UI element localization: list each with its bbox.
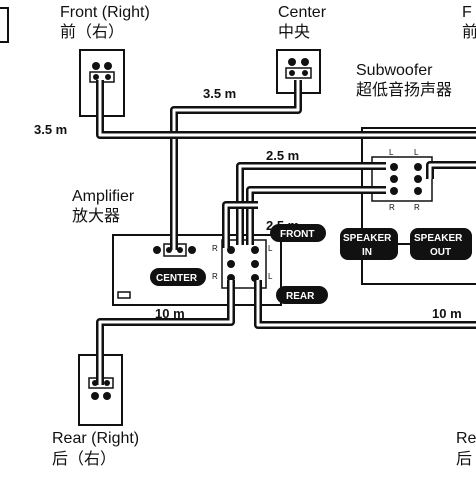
- subwoofer-unit: L L R R: [361, 127, 476, 285]
- front-left-cn-partial-label: 前: [462, 23, 476, 41]
- svg-text:L: L: [389, 148, 394, 157]
- center-label: Center: [278, 4, 327, 21]
- cables: [96, 80, 476, 385]
- svg-text:OUT: OUT: [430, 247, 451, 258]
- center-speaker: [276, 49, 321, 94]
- center-cable-length: 3.5 m: [203, 86, 236, 101]
- rear-left-cn-partial-label: 后: [456, 450, 472, 468]
- svg-text:L: L: [268, 272, 273, 281]
- rear-left-partial-label: Re: [456, 430, 476, 447]
- svg-text:SPEAKER: SPEAKER: [343, 233, 392, 244]
- front-left-partial-label: F: [462, 4, 472, 21]
- left-edge-fragment: [0, 7, 9, 43]
- amplifier-cn-label: 放大器: [72, 207, 120, 225]
- svg-text:IN: IN: [362, 247, 372, 258]
- speaker-in-tag: SPEAKER IN: [340, 228, 398, 260]
- rear-tag: REAR: [276, 286, 328, 304]
- svg-text:R: R: [212, 244, 218, 253]
- center-tag: CENTER: [150, 268, 206, 286]
- svg-text:REAR: REAR: [286, 291, 315, 302]
- sub-in-cable-length: 2.5 m: [266, 148, 299, 163]
- subwoofer-label: Subwoofer: [356, 62, 433, 79]
- svg-text:L: L: [268, 244, 273, 253]
- svg-text:R: R: [414, 203, 420, 212]
- front-right-cn-label: 前（右）: [60, 23, 124, 41]
- rear-right-cable-length: 10 m: [155, 306, 185, 321]
- front-right-cable-length: 3.5 m: [34, 122, 67, 137]
- svg-text:SPEAKER: SPEAKER: [414, 233, 463, 244]
- center-cn-label: 中央: [278, 23, 310, 41]
- rear-right-label: Rear (Right): [52, 430, 139, 447]
- rear-left-cable-length: 10 m: [432, 306, 462, 321]
- svg-text:CENTER: CENTER: [156, 273, 198, 284]
- subwoofer-cn-label: 超低音扬声器: [356, 81, 452, 99]
- svg-text:FRONT: FRONT: [280, 229, 314, 240]
- front-tag: FRONT: [270, 224, 326, 242]
- svg-text:R: R: [389, 203, 395, 212]
- front-right-label: Front (Right): [60, 4, 150, 21]
- rear-right-cn-label: 后（右）: [52, 450, 116, 468]
- speaker-out-tag: SPEAKER OUT: [410, 228, 472, 260]
- svg-text:L: L: [414, 148, 419, 157]
- svg-text:R: R: [212, 272, 218, 281]
- amplifier-label: Amplifier: [72, 188, 135, 205]
